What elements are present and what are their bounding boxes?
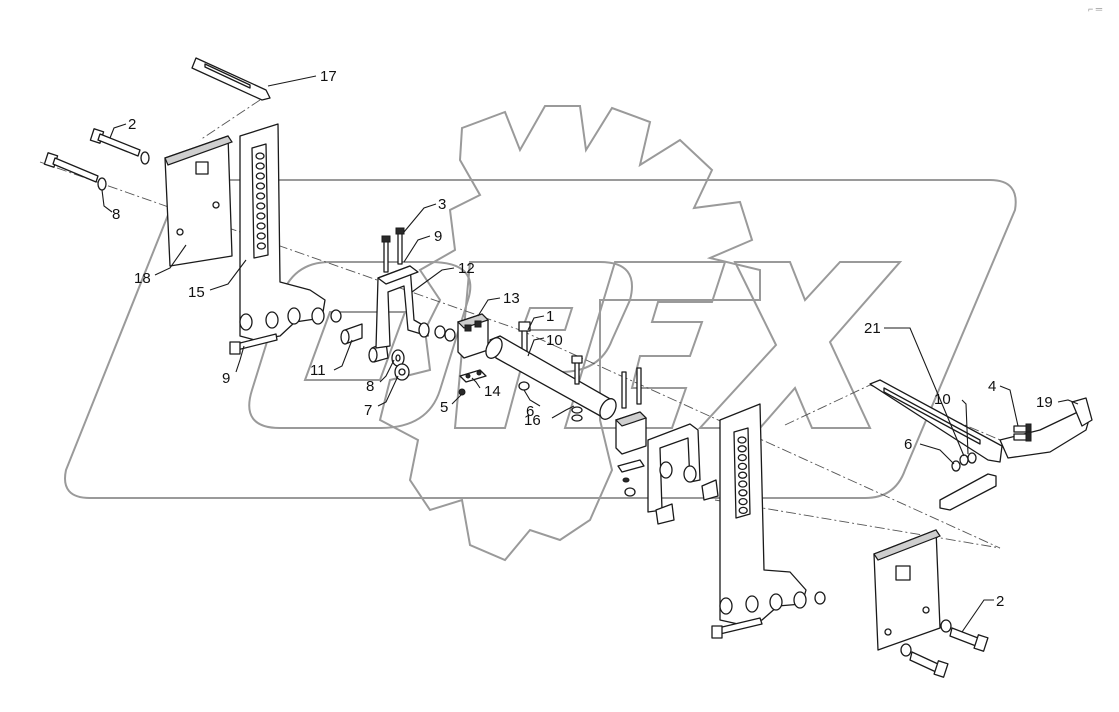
callout-2-bottom: 2 xyxy=(996,593,1004,610)
slot-notch xyxy=(255,152,265,160)
part-19-handle xyxy=(999,397,1093,459)
callout-9-upper: 9 xyxy=(434,228,442,245)
part-2-bolt-left xyxy=(89,128,150,165)
callout-18-left: 18 xyxy=(134,270,151,287)
callout-8-left: 8 xyxy=(112,206,120,223)
slot-notch xyxy=(737,453,747,462)
slot-notch xyxy=(737,462,748,471)
part-bolts-center-right xyxy=(571,355,642,422)
callout-13: 13 xyxy=(503,290,520,307)
part-13-clamp-block-right xyxy=(614,411,648,497)
callout-21: 21 xyxy=(864,320,881,337)
part-21-long-strap xyxy=(869,379,1003,511)
callout-8-mid: 8 xyxy=(366,378,374,395)
part-12-bracket-right xyxy=(647,423,719,525)
part-8-bolt-right xyxy=(900,643,949,678)
callout-3: 3 xyxy=(438,196,446,213)
callout-11: 11 xyxy=(310,362,326,379)
slot-notch xyxy=(256,222,266,230)
part-18-plate-left xyxy=(164,135,233,267)
callout-12: 12 xyxy=(458,260,475,277)
part-16-tube xyxy=(485,335,617,420)
callout-4: 4 xyxy=(988,378,996,395)
slot-notch xyxy=(738,489,748,497)
slot-notch xyxy=(255,162,265,170)
part-9-bolt-lower-left xyxy=(229,333,278,355)
slot-notch xyxy=(738,480,748,488)
part-8-bolt-left xyxy=(43,152,107,191)
part-3-bolts xyxy=(381,227,405,273)
slot-notch xyxy=(737,445,747,453)
callout-7: 7 xyxy=(364,402,372,419)
callout-14: 14 xyxy=(484,383,501,400)
part-17-slotted-strap xyxy=(191,57,271,101)
callout-2-top: 2 xyxy=(128,116,136,133)
part-8-washer-mid xyxy=(391,349,405,367)
part-7-nut xyxy=(394,363,410,381)
slot-notch xyxy=(256,232,266,240)
callout-17-top: 17 xyxy=(320,68,337,85)
callout-9-lower: 9 xyxy=(222,370,230,387)
part-12-bracket xyxy=(375,265,430,349)
slot-notch xyxy=(256,202,266,210)
slot-notch xyxy=(255,172,265,180)
callout-6-right: 6 xyxy=(904,436,912,453)
part-11-spacer xyxy=(340,323,363,345)
corner-mark: ⌐ ═ xyxy=(1088,4,1103,14)
part-2-bolt-right xyxy=(940,619,989,652)
slot-notch xyxy=(256,212,266,220)
watermark-gear-outline xyxy=(378,105,761,562)
callout-16: 16 xyxy=(524,412,541,429)
part-nut-stack-mid xyxy=(434,325,456,342)
part-6-nut-mid xyxy=(518,381,530,391)
callout-10-right: 10 xyxy=(934,391,951,408)
callout-19: 19 xyxy=(1036,394,1053,411)
part-13-clamp-block xyxy=(456,313,490,359)
callout-6-mid: 6 xyxy=(526,403,534,420)
part-5-nut xyxy=(458,388,466,396)
slot-notch xyxy=(737,471,748,479)
part-15-upright-right xyxy=(711,403,826,639)
callout-5: 5 xyxy=(440,399,448,416)
slot-notch xyxy=(255,182,266,190)
part-14-clamp-plate xyxy=(459,369,487,383)
slot-notch xyxy=(738,497,748,506)
callout-15-left: 15 xyxy=(188,284,205,301)
part-18-plate-right xyxy=(873,529,941,651)
slot-notch xyxy=(255,192,266,200)
slot-notch xyxy=(256,242,267,250)
callout-1: 1 xyxy=(546,308,554,325)
slot-notch xyxy=(737,436,747,444)
watermark-letters xyxy=(248,261,903,429)
part-15-upright-left xyxy=(239,123,342,341)
part-10-washers-right xyxy=(959,452,977,466)
callout-10-mid: 10 xyxy=(546,332,563,349)
part-4-bolts xyxy=(1013,423,1032,442)
slot-notch xyxy=(738,506,748,515)
leader-lines xyxy=(101,75,1079,633)
